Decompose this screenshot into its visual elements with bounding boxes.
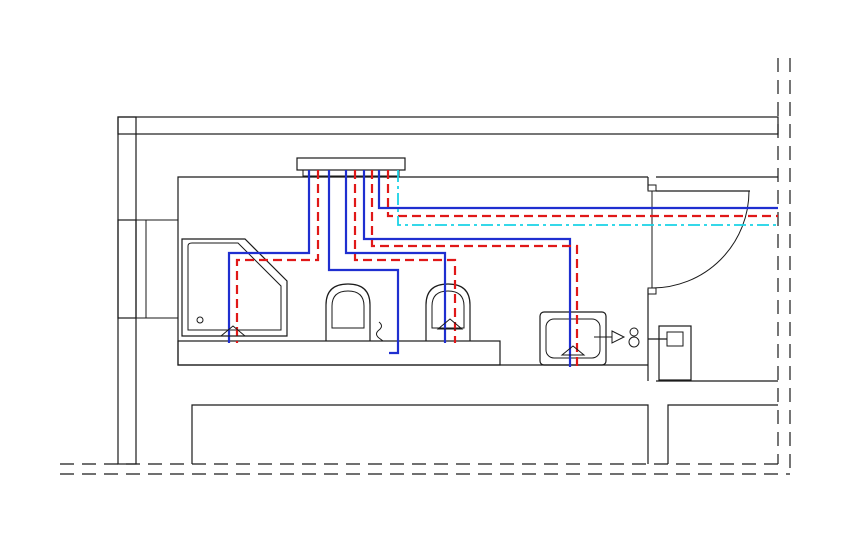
bidet-icon [425, 283, 471, 341]
door-swing [651, 190, 750, 289]
cold-pipe-bath [227, 170, 311, 343]
washbasin-icon [539, 311, 607, 366]
corner-bathtub-icon [181, 238, 288, 337]
tap-symbol [219, 325, 247, 337]
installation-ledge [177, 340, 501, 366]
hot-pipe-bath [235, 170, 320, 343]
siphon-symbol [376, 321, 384, 342]
tap-symbol [436, 318, 464, 330]
hot-pipe-washbasin [353, 170, 457, 343]
tap-symbol [560, 345, 586, 356]
circulation-pipe [397, 170, 778, 226]
cold-pipe-wc [362, 170, 572, 367]
cold-pipe-bidet [327, 170, 400, 355]
shaft-icon [648, 325, 692, 381]
hot-pipe-main [386, 170, 778, 218]
hot-pipe-wc [370, 170, 579, 367]
valve-icon [594, 328, 626, 346]
lower-room [191, 404, 778, 464]
meter-icon [628, 327, 640, 348]
wc-toilet-icon [325, 283, 371, 341]
cold-pipe-main [377, 170, 778, 210]
manifold [296, 157, 406, 177]
window [135, 219, 179, 319]
pipe-network [219, 170, 778, 367]
outer-boundary-dashed [60, 58, 791, 475]
cold-pipe-washbasin [344, 170, 447, 343]
